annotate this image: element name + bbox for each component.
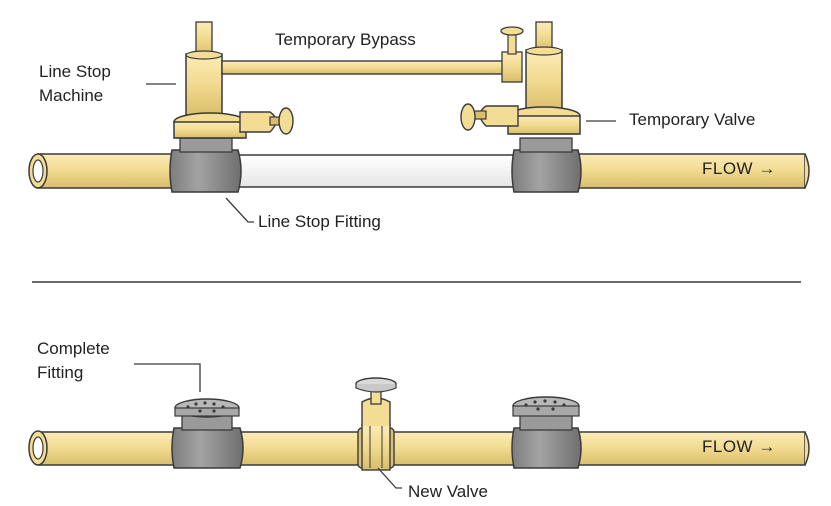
temporary-bypass-pipe	[221, 60, 509, 75]
main-pipe-right	[574, 153, 810, 189]
line-stop-machine-label-line1: Line Stop	[39, 62, 111, 81]
complete-fitting-right	[511, 396, 582, 469]
line-stop-machine-label: Line Stop Machine	[39, 60, 111, 108]
line-stop-fitting-left	[169, 137, 242, 193]
temporary-valve-label: Temporary Valve	[629, 110, 756, 129]
line-stop-fitting-label: Line Stop Fitting	[258, 212, 381, 231]
new-valve-label: New Valve	[408, 482, 488, 501]
complete-fitting-label: Complete Fitting	[37, 337, 110, 385]
complete-fitting-left	[171, 398, 244, 469]
complete-fitting-label-line1: Complete	[37, 339, 110, 358]
main-pipe-bottom	[28, 430, 810, 466]
line-stop-machine-left	[173, 21, 294, 139]
bottom-leader-lines	[134, 363, 402, 489]
complete-fitting-label-line2: Fitting	[37, 363, 84, 382]
flow-direction-label-top: FLOW →	[702, 159, 776, 178]
line-stop-fitting-right	[511, 137, 582, 193]
flow-direction-label-bottom: FLOW →	[702, 437, 776, 456]
temporary-bypass-label: Temporary Bypass	[275, 30, 416, 49]
bottom-diagram	[28, 363, 810, 489]
isolated-pipe-section	[235, 154, 521, 188]
main-pipe-left	[28, 153, 179, 189]
new-valve	[355, 377, 397, 471]
line-stop-machine-label-line2: Machine	[39, 86, 104, 105]
top-leader-lines	[146, 83, 616, 223]
top-diagram	[28, 21, 810, 223]
temporary-valve-assembly	[460, 21, 581, 135]
